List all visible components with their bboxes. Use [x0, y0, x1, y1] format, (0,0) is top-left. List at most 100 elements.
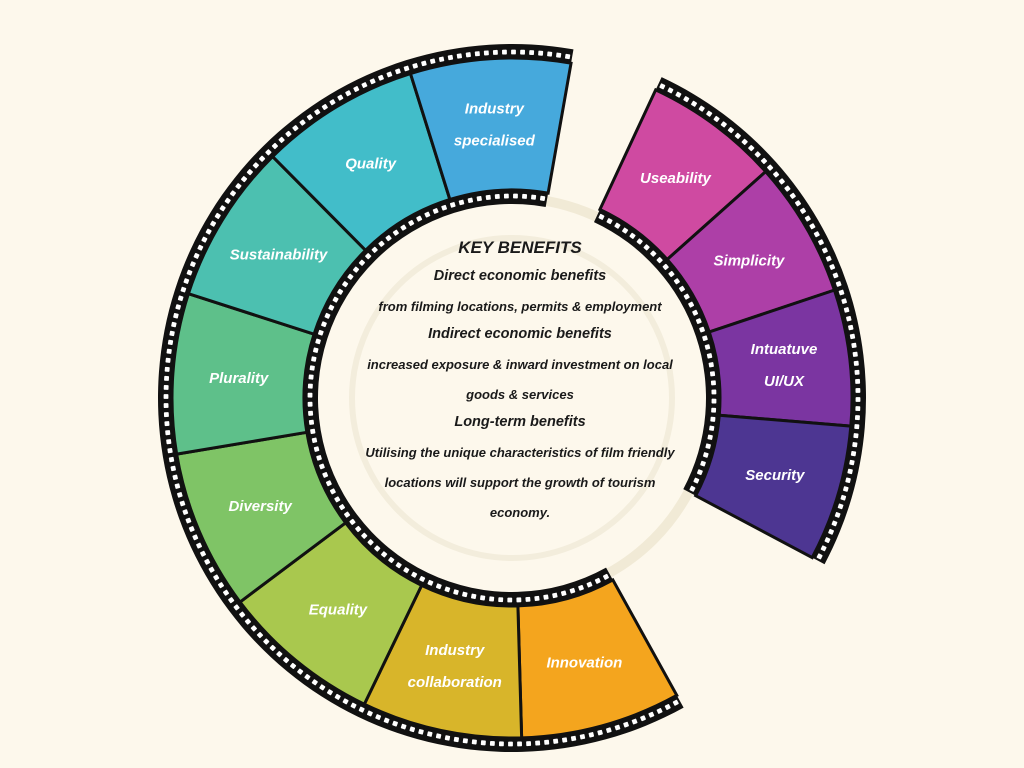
sprocket-hole	[474, 51, 480, 57]
sprocket-hole	[429, 58, 436, 64]
benefit-heading: Long-term benefits	[454, 414, 586, 430]
sprocket-hole	[828, 528, 834, 535]
sprocket-hole	[703, 452, 709, 458]
sprocket-hole	[392, 720, 398, 727]
sprocket-hole	[507, 597, 513, 603]
sprocket-hole	[855, 378, 861, 384]
sprocket-hole	[185, 517, 192, 524]
sprocket-hole	[734, 132, 741, 139]
sprocket-hole	[224, 197, 231, 204]
sprocket-hole	[688, 301, 695, 308]
sprocket-hole	[741, 138, 748, 145]
benefit-block-indirect: Indirect economic benefits increased exp…	[320, 326, 720, 410]
sprocket-hole	[169, 330, 175, 337]
sprocket-hole	[503, 193, 509, 199]
sprocket-hole	[706, 353, 713, 359]
sprocket-hole	[378, 74, 384, 81]
sprocket-hole	[854, 415, 860, 421]
sprocket-hole	[476, 196, 482, 202]
sprocket-hole	[526, 741, 532, 747]
segment-label: Industry	[425, 642, 485, 659]
sprocket-hole	[314, 108, 321, 116]
sprocket-hole	[594, 577, 601, 584]
sprocket-hole	[449, 202, 456, 208]
sprocket-hole	[180, 286, 187, 293]
sprocket-hole	[710, 380, 716, 386]
sprocket-hole	[244, 618, 251, 625]
sprocket-hole	[708, 362, 714, 368]
sprocket-hole	[311, 356, 317, 362]
sprocket-hole	[165, 430, 171, 436]
sprocket-hole	[713, 115, 720, 123]
sprocket-hole	[697, 469, 703, 476]
sprocket-hole	[170, 465, 176, 472]
benefit-block-long-term: Long-term benefits Utilising the unique …	[320, 414, 720, 528]
sprocket-hole	[778, 178, 785, 185]
sprocket-hole	[419, 575, 426, 582]
sprocket-hole	[854, 424, 860, 430]
sprocket-hole	[307, 383, 313, 389]
sprocket-hole	[847, 468, 853, 475]
sprocket-hole	[329, 488, 336, 495]
sprocket-hole	[352, 266, 360, 273]
sprocket-hole	[188, 526, 195, 532]
sprocket-hole	[276, 651, 283, 658]
sprocket-hole	[855, 388, 861, 393]
sprocket-hole	[319, 684, 326, 691]
sprocket-hole	[285, 130, 292, 137]
sprocket-hole	[799, 207, 807, 214]
sprocket-hole	[179, 500, 186, 507]
sprocket-hole	[531, 194, 537, 200]
sprocket-hole	[421, 60, 427, 67]
sprocket-hole	[695, 318, 702, 324]
sprocket-hole	[498, 741, 504, 747]
sprocket-hole	[816, 553, 823, 560]
sprocket-hole	[347, 273, 354, 280]
sprocket-hole	[424, 211, 431, 218]
sprocket-hole	[849, 459, 855, 466]
sprocket-hole	[672, 699, 679, 706]
sprocket-hole	[832, 272, 839, 279]
sprocket-hole	[409, 726, 416, 733]
sprocket-hole	[553, 738, 559, 744]
sprocket-hole	[337, 94, 344, 101]
sprocket-hole	[190, 261, 196, 268]
sprocket-hole	[693, 477, 700, 484]
sprocket-hole	[706, 110, 713, 117]
sprocket-hole	[334, 496, 341, 503]
sprocket-hole	[809, 223, 816, 230]
sprocket-hole	[467, 197, 474, 204]
sprocket-hole	[831, 520, 838, 527]
sprocket-hole	[164, 375, 170, 381]
sprocket-hole	[182, 509, 189, 515]
sprocket-hole	[355, 525, 362, 533]
sprocket-hole	[325, 480, 332, 487]
sprocket-hole	[171, 321, 177, 328]
sprocket-hole	[400, 723, 407, 730]
sprocket-hole	[462, 738, 468, 744]
sprocket-hole	[480, 740, 486, 746]
segment-label: Security	[745, 467, 805, 484]
sprocket-hole	[332, 296, 339, 303]
sprocket-hole	[767, 164, 774, 171]
sprocket-hole	[822, 247, 828, 254]
sprocket-hole	[233, 604, 240, 611]
sprocket-hole	[358, 706, 365, 713]
segment-label: Innovation	[546, 654, 622, 671]
sprocket-hole	[412, 63, 418, 69]
sprocket-hole	[789, 192, 796, 199]
sprocket-hole	[193, 252, 200, 259]
sprocket-hole	[175, 304, 181, 310]
sprocket-hole	[851, 342, 857, 348]
benefit-heading: Direct economic benefits	[433, 268, 607, 284]
sprocket-hole	[258, 155, 266, 162]
sprocket-hole	[606, 727, 612, 733]
sprocket-hole	[239, 611, 246, 618]
sprocket-hole	[853, 360, 859, 366]
sprocket-hole	[707, 434, 713, 440]
sprocket-hole	[395, 562, 402, 569]
sprocket-hole	[383, 717, 390, 724]
sprocket-hole	[570, 735, 577, 742]
sprocket-hole	[465, 52, 471, 58]
sprocket-hole	[213, 574, 220, 581]
